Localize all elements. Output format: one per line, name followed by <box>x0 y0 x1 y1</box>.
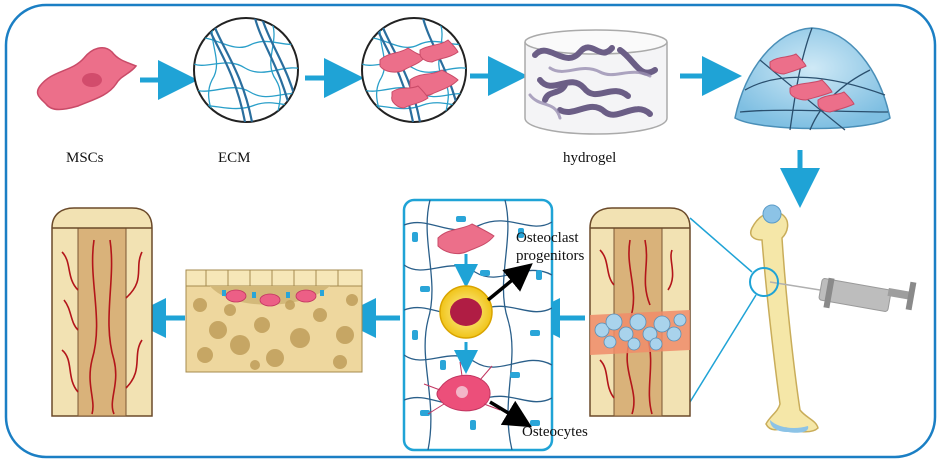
differentiation-box <box>402 198 554 452</box>
arrow-osteoclast <box>486 263 533 302</box>
fractured-bone-section <box>589 207 691 417</box>
msc-cell-icon <box>36 47 138 111</box>
bone-tissue-block <box>185 269 363 373</box>
femur-bone-icon <box>750 204 819 433</box>
hydrogel-cylinder-icon <box>524 29 668 135</box>
label-osteocytes: Osteocytes <box>522 424 588 440</box>
arrow-osteocytes <box>489 400 533 428</box>
healed-bone-section <box>51 207 153 417</box>
zoom-line-bottom <box>689 294 757 403</box>
zoom-line-top <box>689 217 753 273</box>
ecm-cells-circle-icon <box>361 17 467 123</box>
hydrogel-dome-icon <box>734 27 891 131</box>
syringe-icon <box>769 277 917 312</box>
outer-frame <box>4 3 937 459</box>
label-hydrogel: hydrogel <box>563 150 617 166</box>
label-mscs: MSCs <box>66 150 104 166</box>
label-ecm: ECM <box>218 150 251 166</box>
label-osteoclast-line1: Osteoclast <box>516 230 579 246</box>
ecm-circle-icon <box>193 17 299 123</box>
zoom-circle <box>749 267 779 297</box>
label-osteoclast-line2: progenitors <box>516 248 585 264</box>
